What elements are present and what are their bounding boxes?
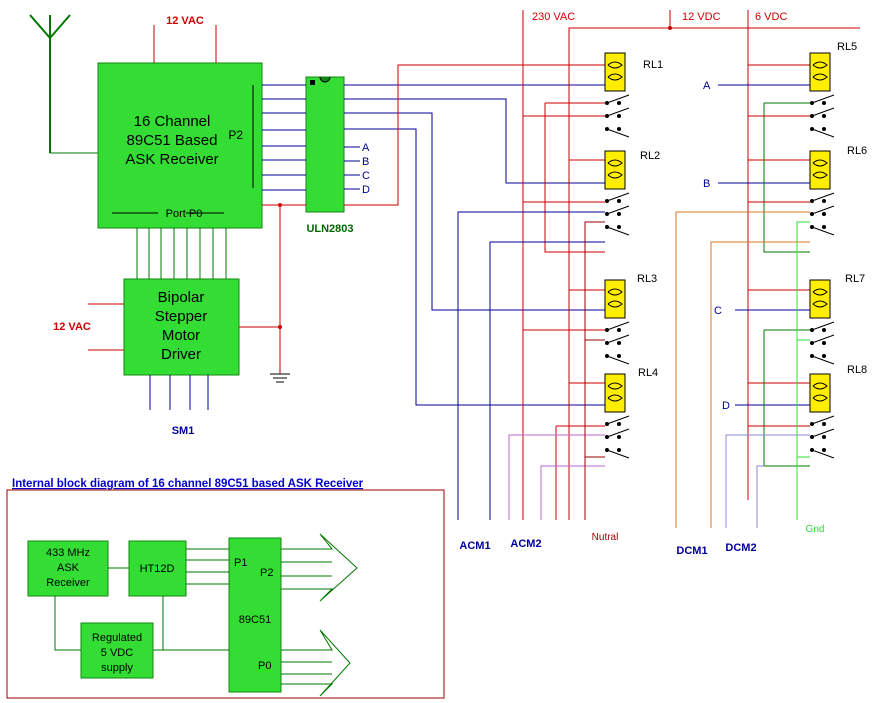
p2-to-uln-wires [262, 84, 306, 191]
ask-line1: 433 MHz [46, 547, 90, 559]
uln-output-a: A [362, 142, 370, 154]
ground-symbol [239, 205, 290, 383]
relay-coil-supply-right [748, 64, 810, 384]
left-contact-wiring [457, 102, 605, 520]
neutral-label: Nutral [592, 532, 619, 543]
internal-diagram-title: Internal block diagram of 16 channel 89C… [12, 478, 364, 490]
relay-input-c: C [714, 305, 722, 317]
right-contact-wiring [675, 102, 810, 528]
supply-rails [522, 10, 860, 520]
mcu-p0: P0 [258, 660, 271, 672]
relay-coil-supply-left [569, 64, 605, 384]
relay-8: RL8 [809, 364, 867, 459]
ht12d-label: HT12D [140, 563, 175, 575]
relay-label-2: RL2 [640, 150, 660, 162]
receiver-line3: ASK Receiver [125, 151, 218, 168]
relay-4: RL4 [604, 367, 658, 459]
relay-3: RL3 [604, 273, 657, 365]
relay-6: RL6 [809, 145, 867, 236]
port-p0-bus [136, 228, 227, 279]
relay-2: RL2 [604, 150, 660, 236]
uln-output-c: C [362, 170, 370, 182]
stepper-driver-block: Bipolar Stepper Motor Driver [123, 278, 240, 376]
gnd-label: Gnd [806, 524, 825, 535]
receiver-p2-label: P2 [228, 128, 243, 142]
stepper-motor-wires [149, 375, 209, 410]
driver-12vac-label: 12 VAC [53, 321, 91, 333]
relay-5: RL5 [809, 41, 857, 138]
reg-line3: supply [101, 662, 133, 674]
relay-input-d: D [722, 400, 730, 412]
dcm2-label: DCM2 [725, 542, 756, 554]
stepper-line2: Stepper [155, 308, 208, 325]
reg-line1: Regulated [92, 632, 142, 644]
relay-label-5: RL5 [837, 41, 857, 53]
stepper-line4: Driver [161, 346, 201, 363]
uln-outputs: A B C D [344, 142, 370, 196]
receiver-ground-line [262, 203, 306, 207]
relay-input-b: B [703, 178, 710, 190]
receiver-line2: 89C51 Based [127, 132, 218, 149]
mcu-p1: P1 [234, 557, 247, 569]
relay-input-a: A [703, 80, 711, 92]
uln2803-label: ULN2803 [306, 223, 353, 235]
relay-label-4: RL4 [638, 367, 658, 379]
acm2-label: ACM2 [510, 538, 541, 550]
uln-output-d: D [362, 184, 370, 196]
relay-1: RL1 [604, 52, 663, 138]
stepper-line3: Motor [162, 327, 200, 344]
uln2803-chip: ULN2803 [305, 76, 354, 235]
antenna [29, 14, 98, 154]
receiver-port-p0-label: Port P0 [166, 208, 203, 220]
mains-230vac-label: 230 VAC [532, 11, 575, 23]
ask-line2: ASK [57, 562, 80, 574]
receiver-supply: 12 VAC [153, 15, 217, 63]
dc-6vdc-label: 6 VDC [755, 11, 787, 23]
dc-12vdc-label: 12 VDC [682, 11, 721, 23]
relay-label-7: RL7 [845, 273, 865, 285]
ask-line3: Receiver [46, 577, 90, 589]
relay-label-1: RL1 [643, 59, 663, 71]
uln-output-b: B [362, 156, 369, 168]
receiver-block: 16 Channel 89C51 Based ASK Receiver P2 P… [97, 62, 263, 229]
driver-supply: 12 VAC [53, 303, 124, 351]
internal-diagram: Internal block diagram of 16 channel 89C… [6, 478, 445, 699]
acm1-label: ACM1 [459, 540, 490, 552]
relay-label-3: RL3 [637, 273, 657, 285]
relay-label-8: RL8 [847, 364, 867, 376]
receiver-line1: 16 Channel [134, 113, 211, 130]
uln-to-relay-wires [344, 64, 605, 406]
relay-label-6: RL6 [847, 145, 867, 157]
stepper-line1: Bipolar [158, 289, 205, 306]
mcu-89c51: 89C51 [239, 614, 271, 626]
dcm1-label: DCM1 [676, 545, 707, 557]
motor-label: SM1 [172, 425, 195, 437]
mcu-p2: P2 [260, 567, 273, 579]
receiver-12vac-label: 12 VAC [166, 15, 204, 27]
relay-7: RL7 [809, 273, 865, 365]
reg-line2: 5 VDC [101, 647, 133, 659]
